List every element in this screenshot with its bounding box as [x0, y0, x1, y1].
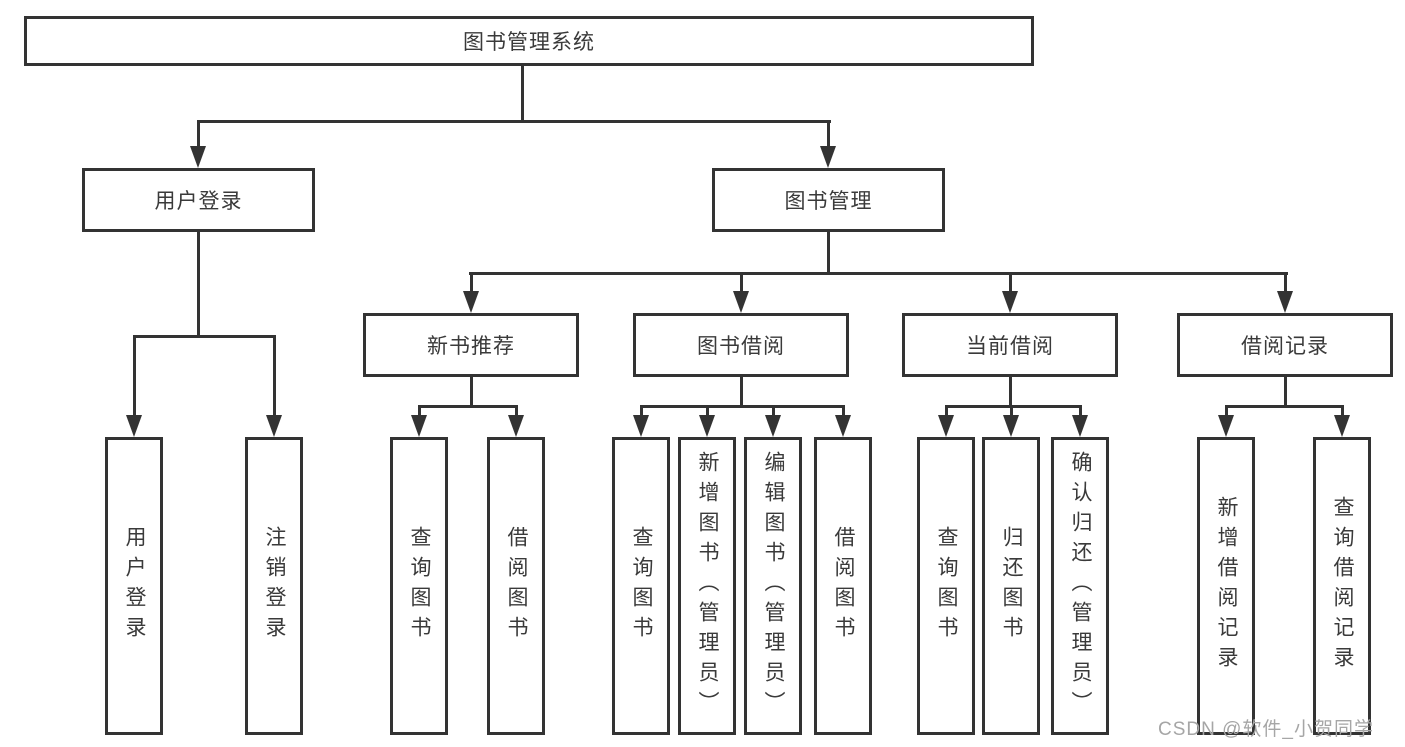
- arrow-down-icon: [508, 415, 524, 437]
- connector-line: [1079, 405, 1082, 416]
- connector-line: [740, 272, 743, 292]
- node-book-borrowing: 图书借阅: [633, 313, 849, 377]
- arrow-down-icon: [1003, 415, 1019, 437]
- leaf-borrow-books: 借阅图书: [814, 437, 872, 735]
- connector-line: [470, 377, 473, 405]
- arrow-down-icon: [699, 415, 715, 437]
- connector-line: [133, 335, 276, 338]
- arrow-down-icon: [411, 415, 427, 437]
- leaf-confirm-return-admin: 确认归还（管理员）: [1051, 437, 1109, 735]
- connector-line: [1284, 272, 1287, 292]
- node-user-login: 用户登录: [82, 168, 315, 232]
- arrow-down-icon: [835, 415, 851, 437]
- connector-line: [740, 377, 743, 405]
- arrow-down-icon: [1277, 291, 1293, 313]
- leaf-edit-book-admin: 编辑图书（管理员）: [744, 437, 802, 735]
- arrow-down-icon: [1334, 415, 1350, 437]
- node-root: 图书管理系统: [24, 16, 1034, 66]
- leaf-query-books-current: 查询图书: [917, 437, 975, 735]
- connector-line: [515, 405, 518, 416]
- connector-line: [640, 405, 845, 408]
- node-current-borrowing: 当前借阅: [902, 313, 1118, 377]
- connector-line: [273, 335, 276, 416]
- watermark: CSDN @软件_小贺同学: [1158, 719, 1374, 740]
- connector-line: [1341, 405, 1344, 416]
- leaf-borrow-books-recommend: 借阅图书: [487, 437, 545, 735]
- leaf-add-book-admin: 新增图书（管理员）: [678, 437, 736, 735]
- connector-line: [945, 405, 1082, 408]
- arrow-down-icon: [633, 415, 649, 437]
- arrow-down-icon: [1072, 415, 1088, 437]
- leaf-query-books-borrow: 查询图书: [612, 437, 670, 735]
- node-book-management: 图书管理: [712, 168, 945, 232]
- arrow-down-icon: [463, 291, 479, 313]
- connector-line: [1225, 405, 1344, 408]
- connector-line: [772, 405, 775, 416]
- connector-line: [945, 405, 948, 416]
- arrow-down-icon: [820, 146, 836, 168]
- connector-line: [197, 120, 831, 123]
- arrow-down-icon: [190, 146, 206, 168]
- connector-line: [1010, 405, 1013, 416]
- arrow-down-icon: [1218, 415, 1234, 437]
- connector-line: [842, 405, 845, 416]
- connector-line: [827, 120, 830, 148]
- connector-line: [1284, 377, 1287, 405]
- arrow-down-icon: [938, 415, 954, 437]
- connector-line: [1225, 405, 1228, 416]
- connector-line: [706, 405, 709, 416]
- leaf-add-borrow-record: 新增借阅记录: [1197, 437, 1255, 735]
- connector-line: [640, 405, 643, 416]
- connector-line: [521, 66, 524, 120]
- connector-line: [418, 405, 518, 408]
- arrow-down-icon: [1002, 291, 1018, 313]
- arrow-down-icon: [126, 415, 142, 437]
- arrow-down-icon: [765, 415, 781, 437]
- connector-line: [1009, 272, 1012, 292]
- connector-line: [827, 232, 830, 272]
- connector-line: [197, 232, 200, 335]
- leaf-logout: 注销登录: [245, 437, 303, 735]
- connector-line: [469, 272, 1288, 275]
- connector-line: [470, 272, 473, 292]
- node-borrowing-records: 借阅记录: [1177, 313, 1393, 377]
- leaf-query-borrow-record: 查询借阅记录: [1313, 437, 1371, 735]
- connector-line: [133, 335, 136, 416]
- node-new-book-recommendation: 新书推荐: [363, 313, 579, 377]
- connector-line: [418, 405, 421, 416]
- leaf-return-book: 归还图书: [982, 437, 1040, 735]
- leaf-user-login: 用户登录: [105, 437, 163, 735]
- arrow-down-icon: [733, 291, 749, 313]
- connector-line: [197, 120, 200, 148]
- arrow-down-icon: [266, 415, 282, 437]
- connector-line: [1009, 377, 1012, 405]
- leaf-query-books-recommend: 查询图书: [390, 437, 448, 735]
